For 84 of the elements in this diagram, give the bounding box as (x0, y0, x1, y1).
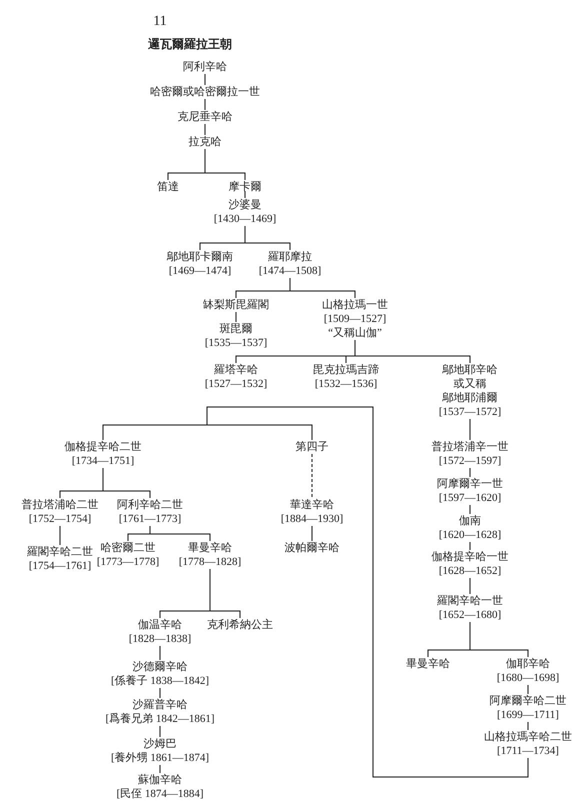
ruler-name: 波帕爾辛哈 (284, 541, 340, 555)
ruler-name: 斑毘爾 (220, 322, 252, 336)
note-text: 或又稱 (454, 377, 486, 391)
ruler-name: 第四子 (296, 440, 328, 454)
connector-line (204, 98, 206, 110)
ruler-name: 阿摩爾辛一世 (437, 477, 503, 491)
page-number: 11 (153, 14, 167, 30)
connector-line (354, 340, 470, 364)
note-text: [1572—1597] (438, 454, 502, 468)
ruler-name: 克尼垂辛哈 (178, 110, 232, 124)
ruler-name: 普拉塔浦辛一世 (432, 440, 508, 454)
ruler-name: 山格拉瑪一世 (322, 298, 388, 312)
connector-line (206, 406, 528, 778)
note-text: [1469—1474] (168, 264, 232, 278)
ruler-name: 普拉塔浦哈二世 (22, 498, 98, 512)
ruler-name: 阿利辛哈 (183, 60, 227, 74)
ruler-name: 沙婆曼 (228, 198, 262, 212)
note-text: [1773—1778] (96, 555, 160, 569)
connector-line (150, 526, 210, 542)
ruler-name: 沙德爾辛哈 (132, 660, 188, 674)
connector-line (204, 124, 206, 136)
ruler-name: 羅閣辛哈二世 (27, 545, 93, 559)
ruler-name: 缽梨斯毘羅閣 (203, 298, 269, 312)
ruler-name: 阿利辛哈二世 (117, 498, 183, 512)
ruler-name: 摩卡爾 (228, 180, 262, 194)
ruler-name: 伽耶辛哈 (506, 657, 550, 671)
ruler-name: 伽南 (459, 514, 481, 528)
connector-line (210, 568, 240, 618)
note-text: [1699—1711] (497, 708, 559, 722)
ruler-name: 笛達 (157, 180, 179, 194)
note-text: [係養子 1838—1842] (110, 674, 210, 688)
ruler-name: 羅閣辛哈一世 (437, 594, 503, 608)
note-text: [1532—1536] (314, 377, 378, 391)
note-text: [1754—1761] (28, 559, 92, 573)
note-text: [1761—1773] (118, 512, 182, 526)
ruler-name: 羅耶摩拉 (268, 250, 312, 264)
note-text: [1828—1838] (128, 632, 192, 646)
note-text: 鄔地耶浦爾 (442, 391, 498, 405)
ruler-name: 鄔地耶卡爾南 (167, 250, 233, 264)
ruler-name: 沙羅普辛哈 (132, 698, 188, 712)
ruler-name: 毘克拉瑪吉蹄 (313, 363, 379, 377)
ruler-name: 克利希納公主 (207, 618, 273, 632)
ruler-name: 伽格提辛哈二世 (64, 440, 142, 454)
note-text: [1509—1527] (324, 312, 386, 326)
ruler-name: 鄔地耶辛哈 (442, 363, 498, 377)
ruler-name: 山格拉瑪辛哈二世 (484, 730, 572, 744)
note-text: [1711—1734] (497, 744, 559, 758)
note-text: [1597—1620] (438, 491, 502, 505)
ruler-name: 沙姆巴 (144, 737, 176, 751)
ruler-name: 畢曼辛哈 (188, 541, 232, 555)
ruler-name: 哈密爾或哈密爾拉一世 (150, 85, 260, 99)
connector-line (204, 148, 246, 180)
connector-line (204, 74, 206, 86)
note-text: [1734—1751] (72, 454, 134, 468)
ruler-name: 伽格提辛哈一世 (432, 550, 508, 564)
ruler-name: 拉克哈 (188, 135, 222, 149)
ruler-name: 伽温辛哈 (138, 618, 182, 632)
ruler-name: 哈密爾二世 (100, 541, 156, 555)
note-text: [1778—1828] (178, 555, 242, 569)
title: 邏瓦爾羅拉王朝 (148, 36, 232, 53)
ruler-name: 華達辛哈 (290, 498, 334, 512)
note-text: [1535—1537] (204, 336, 268, 350)
note-text: [1652—1680] (438, 608, 502, 622)
ruler-name: 蘇伽辛哈 (138, 773, 182, 787)
note-text: [養外甥 1861—1874] (110, 751, 210, 765)
ruler-name: 阿摩爾辛哈二世 (490, 694, 566, 708)
connector-line (102, 468, 150, 498)
connector-line (470, 622, 528, 658)
ruler-name: 畢曼辛哈 (406, 657, 450, 671)
note-text: [1680—1698] (496, 671, 560, 685)
note-text: [1628—1652] (438, 564, 502, 578)
note-text: [1474—1508] (258, 264, 322, 278)
note-text: [民侄 1874—1884] (116, 787, 204, 801)
note-text: [爲養兄弟 1842—1861] (105, 712, 215, 726)
note-text: “又稱山伽” (328, 326, 382, 340)
note-text: [1430—1469] (214, 212, 276, 226)
note-text: [1884—1930] (280, 512, 344, 526)
note-text: [1537—1572] (438, 405, 502, 419)
ruler-name: 羅塔辛哈 (214, 363, 258, 377)
note-text: [1752—1754] (28, 512, 92, 526)
note-text: [1527—1532] (204, 377, 268, 391)
note-text: [1620—1628] (438, 528, 502, 542)
connector-line (244, 226, 290, 250)
connector-line (244, 190, 246, 198)
